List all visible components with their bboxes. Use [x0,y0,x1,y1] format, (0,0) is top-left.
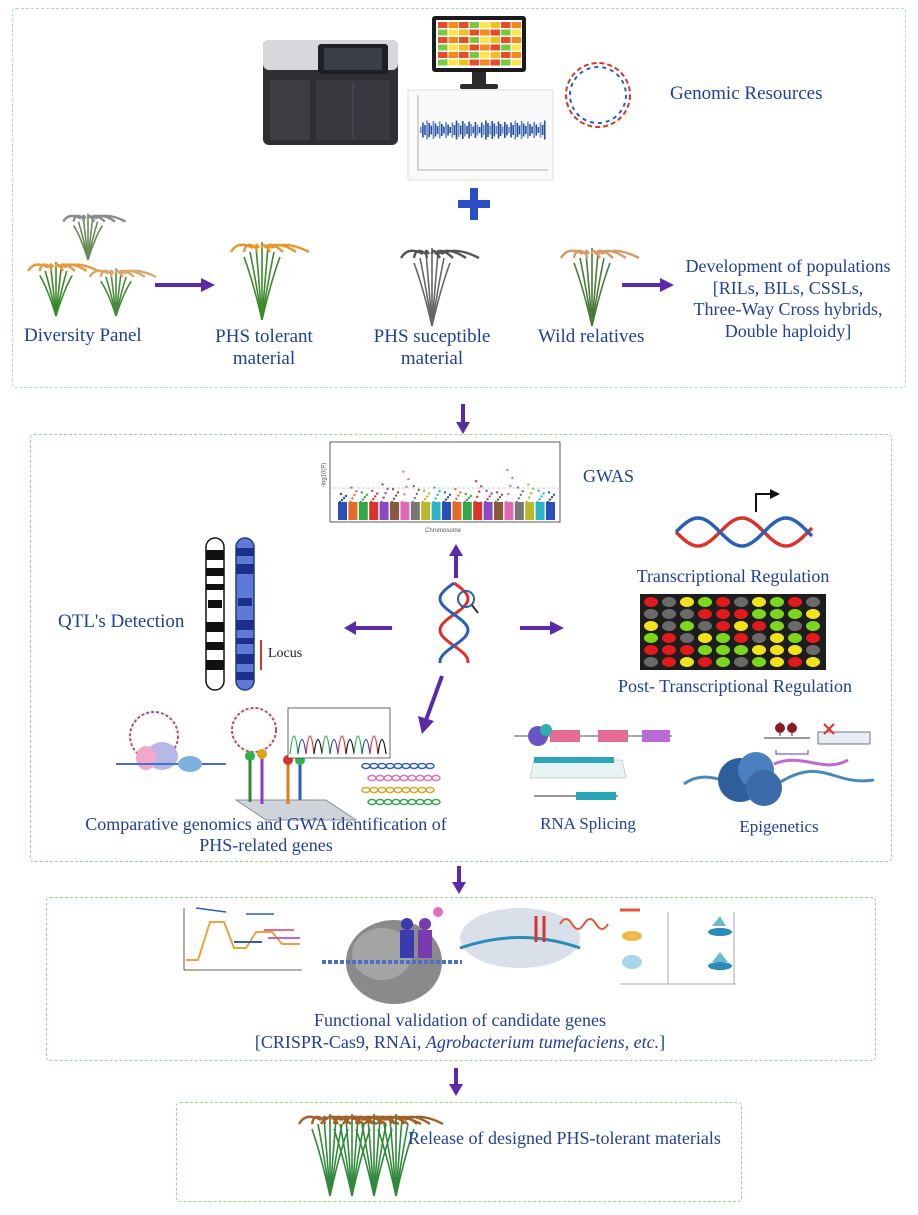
genomic-resources-panel [12,8,906,388]
manhattan-plot-icon: Chromosome -log10(P) [321,441,561,540]
functional-validation-line1: Functional validation of candidate genes [314,1010,606,1030]
functional-validation-line2: [CRISPR-Cas9, RNAi, Agrobacterium tumefa… [180,1032,740,1053]
populations-line2: [RILs, BILs, CSSLs, [712,277,864,298]
sequencer-icon [258,20,408,150]
phs-tolerant-label: PHS tolerant material [212,326,316,370]
diversity-panel-plants-icon [27,196,157,321]
arrow-right [520,620,564,636]
arrow-down-left [416,675,446,734]
plus-icon [456,186,492,222]
functional-line2-prefix: [CRISPR-Cas9, RNAi, [254,1032,426,1052]
comparative-genomics-label: Comparative genomics and GWA identificat… [56,814,476,855]
rice-field-icon [297,1106,444,1198]
locus-marker [260,640,264,670]
populations-line1: Development of populations [685,256,891,276]
plasmid-icon [558,55,638,135]
locus-label: Locus [268,646,303,661]
microarray-icon [640,594,826,670]
diversity-panel-label: Diversity Panel [24,325,142,346]
arrow-up [448,544,464,578]
populations-line3: Three-Way Cross hybrids, [693,299,883,320]
arrow-right [155,277,215,293]
wild-relatives-plant-icon [552,238,640,328]
rna-splicing-icon [514,716,674,806]
comparative-line2: PHS-related genes [199,834,333,855]
phs-tolerant-plant-icon [222,232,310,322]
manhattan-ylabel: -log10(P) [321,462,328,488]
post-transcriptional-label: Post- Transcriptional Regulation [618,676,852,696]
phs-susceptible-label: PHS suceptible material [362,326,502,370]
populations-line4: Double haploidy] [724,320,852,341]
arrow-right [622,277,674,293]
phs-tolerant-line1: PHS tolerant [215,326,313,347]
phs-tolerant-line2: material [232,347,296,369]
energy-diagram-icon [176,902,308,980]
nucleosome-icon [683,722,880,818]
phs-susceptible-line2: material [400,347,464,369]
arrow-down [455,404,471,434]
arrow-left [344,620,392,636]
arrow-down [448,1068,464,1096]
rnai-icon [459,904,610,984]
phs-susceptible-line1: PHS suceptible [373,326,491,347]
crispr-complex-icon [116,707,466,821]
transcription-dna-icon [674,488,816,558]
functional-line2-suffix: ] [659,1032,666,1052]
crispr-cas9-icon [322,904,462,1004]
functional-validation-panel [46,897,876,1061]
phs-susceptible-plant-icon [392,238,480,328]
epigenetics-label: Epigenetics [739,817,819,836]
gwas-label: GWAS [583,466,635,486]
populations-label: Development of populations [RILs, BILs, … [676,256,900,342]
gwas-panel [30,434,892,862]
qtl-detection-label: QTL's Detection [58,611,185,632]
arrow-down [451,866,467,894]
release-panel [176,1102,742,1202]
chromosome-icon [204,536,260,696]
agrobacterium-icon [616,904,746,994]
wild-relatives-label: Wild relatives [538,326,645,347]
dna-helix-icon [426,581,482,664]
comparative-line1: Comparative genomics and GWA identificat… [85,814,447,834]
release-label: Release of designed PHS-tolerant materia… [408,1128,721,1148]
monitor-heatmap-icon [430,14,528,94]
genomic-resources-label: Genomic Resources [670,83,823,104]
manhattan-xlabel: Chromosome [425,528,462,534]
transcriptional-regulation-label: Transcriptional Regulation [636,566,830,586]
functional-line2-italic: Agrobacterium tumefaciens, etc. [425,1032,660,1052]
sequencing-plot-icon [407,89,554,181]
rna-splicing-label: RNA Splicing [540,814,636,833]
